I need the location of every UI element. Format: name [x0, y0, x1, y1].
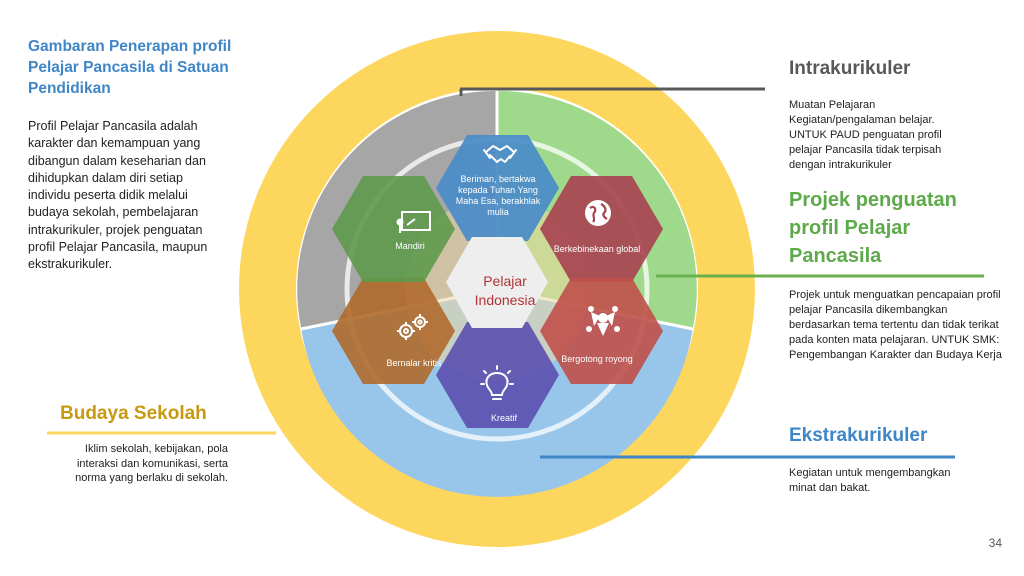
projek-description: Projek untuk menguatkan pencapaian profi…: [789, 289, 1002, 361]
lightbulb-icon: [480, 365, 514, 400]
dimension-label-kreatif: Kreatif: [490, 413, 517, 423]
hex-mandiri: [332, 176, 455, 282]
center-label: Pelajar Indonesia: [474, 273, 536, 308]
dimension-label-beriman: Beriman, bertakwa kepada Tuhan Yang Maha…: [455, 174, 541, 217]
hex-berkebinekaan: [540, 176, 663, 282]
dimension-label-mandiri: Mandiri: [395, 241, 425, 251]
handshake-icon: [483, 145, 517, 163]
presentation-icon: [396, 211, 431, 233]
page-number: 34: [988, 536, 1002, 550]
dimension-label-berkebinekaan: Berkebinekaan global: [553, 244, 641, 254]
hex-kreatif: [436, 322, 559, 428]
budaya-sekolah-title: Budaya Sekolah: [60, 403, 207, 424]
globe-icon: [585, 200, 611, 226]
hex-center: [446, 237, 548, 328]
hex-bernalar-kritis: [332, 278, 455, 384]
projek-title: Projek penguatan profil Pelajar Pancasil…: [789, 189, 957, 267]
ekstrakurikuler-title: Ekstrakurikuler: [789, 425, 928, 446]
ekstrakurikuler-description: Kegiatan untuk mengembangkan minat dan b…: [789, 467, 951, 494]
budaya-sekolah-description: Iklim sekolah, kebijakan, pola interaksi…: [75, 443, 228, 484]
teamwork-icon: [586, 306, 620, 336]
dimension-label-gotong-royong: Bergotong royong: [561, 354, 633, 364]
intro-description: Profil Pelajar Pancasila adalah karakter…: [28, 119, 208, 272]
gears-icon: [397, 314, 428, 340]
hex-beriman: [436, 135, 559, 241]
intrakurikuler-description: Muatan Pelajaran Kegiatan/pengalaman bel…: [789, 99, 942, 171]
dimension-label-bernalar-kritis: Bernalar kritis: [386, 358, 442, 368]
page-title: Gambaran Penerapan profil Pelajar Pancas…: [28, 38, 232, 97]
intrakurikuler-title: Intrakurikuler: [789, 58, 911, 79]
